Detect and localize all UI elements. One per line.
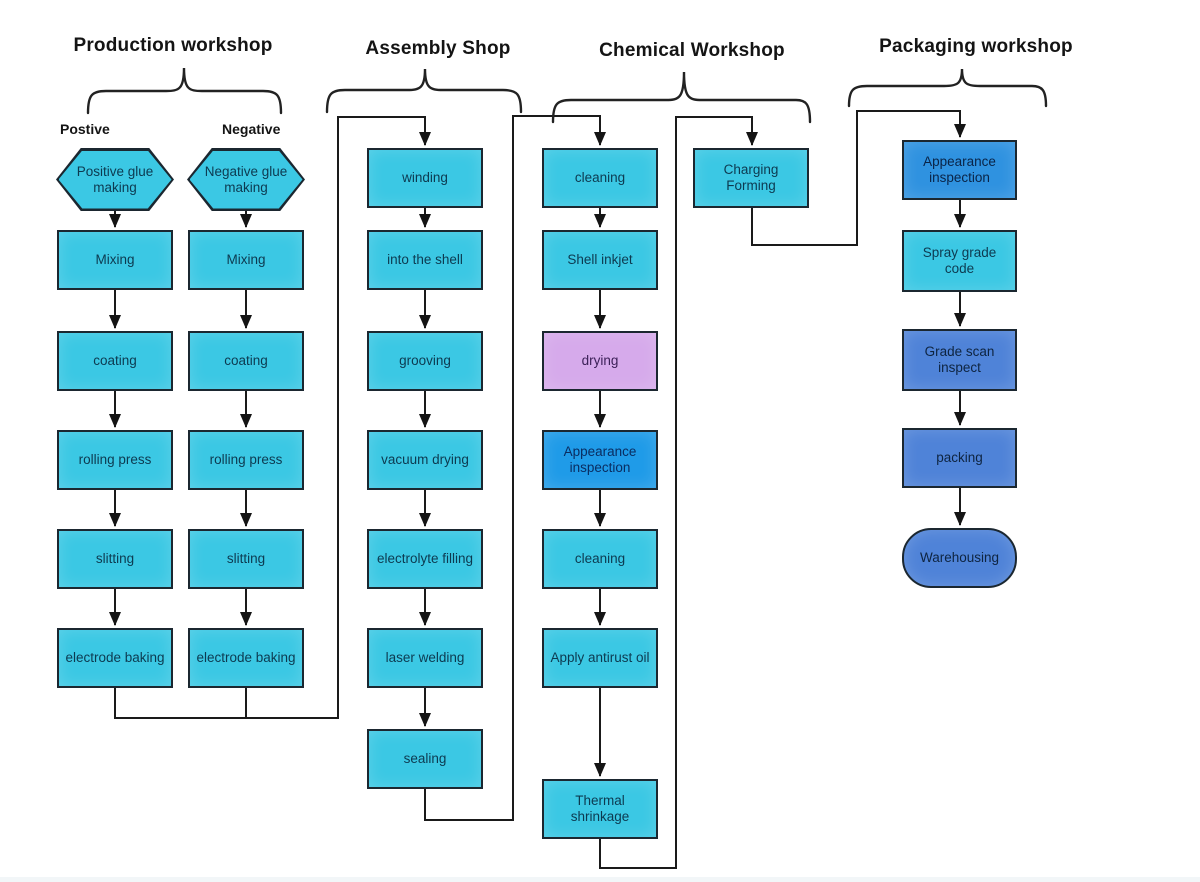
node-positive-rolling-press: rolling press — [57, 430, 173, 490]
node-vacuum-drying: vacuum drying — [367, 430, 483, 490]
node-cleaning-1: cleaning — [542, 148, 658, 208]
node-positive-mixing: Mixing — [57, 230, 173, 290]
node-warehousing: Warehousing — [902, 528, 1017, 588]
node-negative-glue-making-label: Negative glue making — [189, 150, 303, 209]
node-negative-glue-making: Negative glue making — [187, 148, 305, 211]
node-positive-coating: coating — [57, 331, 173, 391]
bottom-edge-band — [0, 877, 1200, 882]
brace-chemical — [551, 71, 812, 124]
label-negative: Negative — [222, 121, 281, 137]
column-arrows — [109, 200, 966, 777]
node-cleaning-2: cleaning — [542, 529, 658, 589]
node-positive-glue-making: Positive glue making — [56, 148, 174, 211]
cross-workshop-connectors — [114, 110, 966, 869]
node-negative-rolling-press: rolling press — [188, 430, 304, 490]
brace-packaging — [847, 68, 1048, 108]
node-charging-forming: Charging Forming — [693, 148, 809, 208]
node-negative-mixing: Mixing — [188, 230, 304, 290]
label-positive: Postive — [60, 121, 110, 137]
node-thermal-shrinkage: Thermal shrinkage — [542, 779, 658, 839]
node-spray-grade-code: Spray grade code — [902, 230, 1017, 292]
node-appearance-inspection-chemical: Appearance inspection — [542, 430, 658, 490]
workshop-braces — [86, 67, 1048, 124]
node-electrolyte-filling: electrolyte filling — [367, 529, 483, 589]
node-negative-coating: coating — [188, 331, 304, 391]
node-positive-electrode-baking: electrode baking — [57, 628, 173, 688]
node-drying: drying — [542, 331, 658, 391]
node-sealing: sealing — [367, 729, 483, 789]
node-into-the-shell: into the shell — [367, 230, 483, 290]
node-negative-slitting: slitting — [188, 529, 304, 589]
node-winding: winding — [367, 148, 483, 208]
node-shell-inkjet: Shell inkjet — [542, 230, 658, 290]
node-positive-slitting: slitting — [57, 529, 173, 589]
header-assembly: Assembly Shop — [365, 38, 511, 59]
brace-assembly — [325, 68, 523, 114]
brace-production — [86, 67, 283, 115]
node-negative-electrode-baking: electrode baking — [188, 628, 304, 688]
node-appearance-inspection-packaging: Appearance inspection — [902, 140, 1017, 200]
header-chemical: Chemical Workshop — [599, 40, 785, 61]
node-positive-glue-making-label: Positive glue making — [58, 150, 172, 209]
node-packing: packing — [902, 428, 1017, 488]
node-grooving: grooving — [367, 331, 483, 391]
header-production: Production workshop — [73, 35, 273, 56]
node-apply-antirust-oil: Apply antirust oil — [542, 628, 658, 688]
node-laser-welding: laser welding — [367, 628, 483, 688]
node-grade-scan-inspect: Grade scan inspect — [902, 329, 1017, 391]
header-packaging: Packaging workshop — [879, 36, 1073, 57]
